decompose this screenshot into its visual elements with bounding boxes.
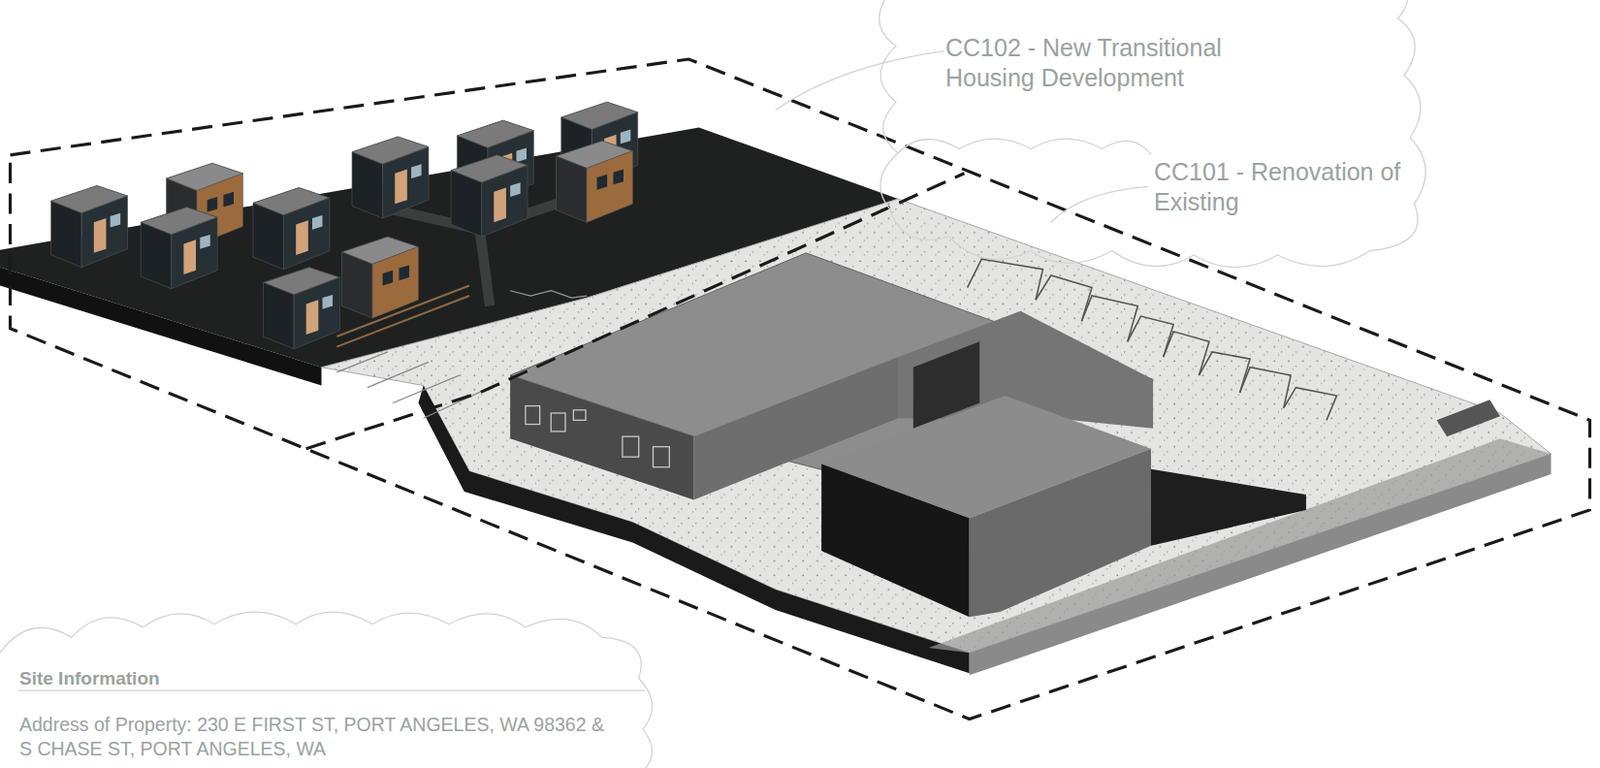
panel-heading: Site Information: [19, 667, 616, 691]
cloud-callout: CC102 - New Transitional Housing Develop…: [945, 32, 1280, 94]
cloud-callout: CC101 - Renovation of Existing: [1153, 157, 1426, 218]
cloud-callout-text: CC102 - New Transitional Housing Develop…: [945, 32, 1280, 94]
cloud-callout-text: CC101 - Renovation of Existing: [1153, 157, 1426, 218]
cloud-callout: Site InformationAddress of Property: 230…: [19, 667, 616, 762]
address-text: Address of Property: 230 E FIRST ST, POR…: [19, 712, 616, 762]
